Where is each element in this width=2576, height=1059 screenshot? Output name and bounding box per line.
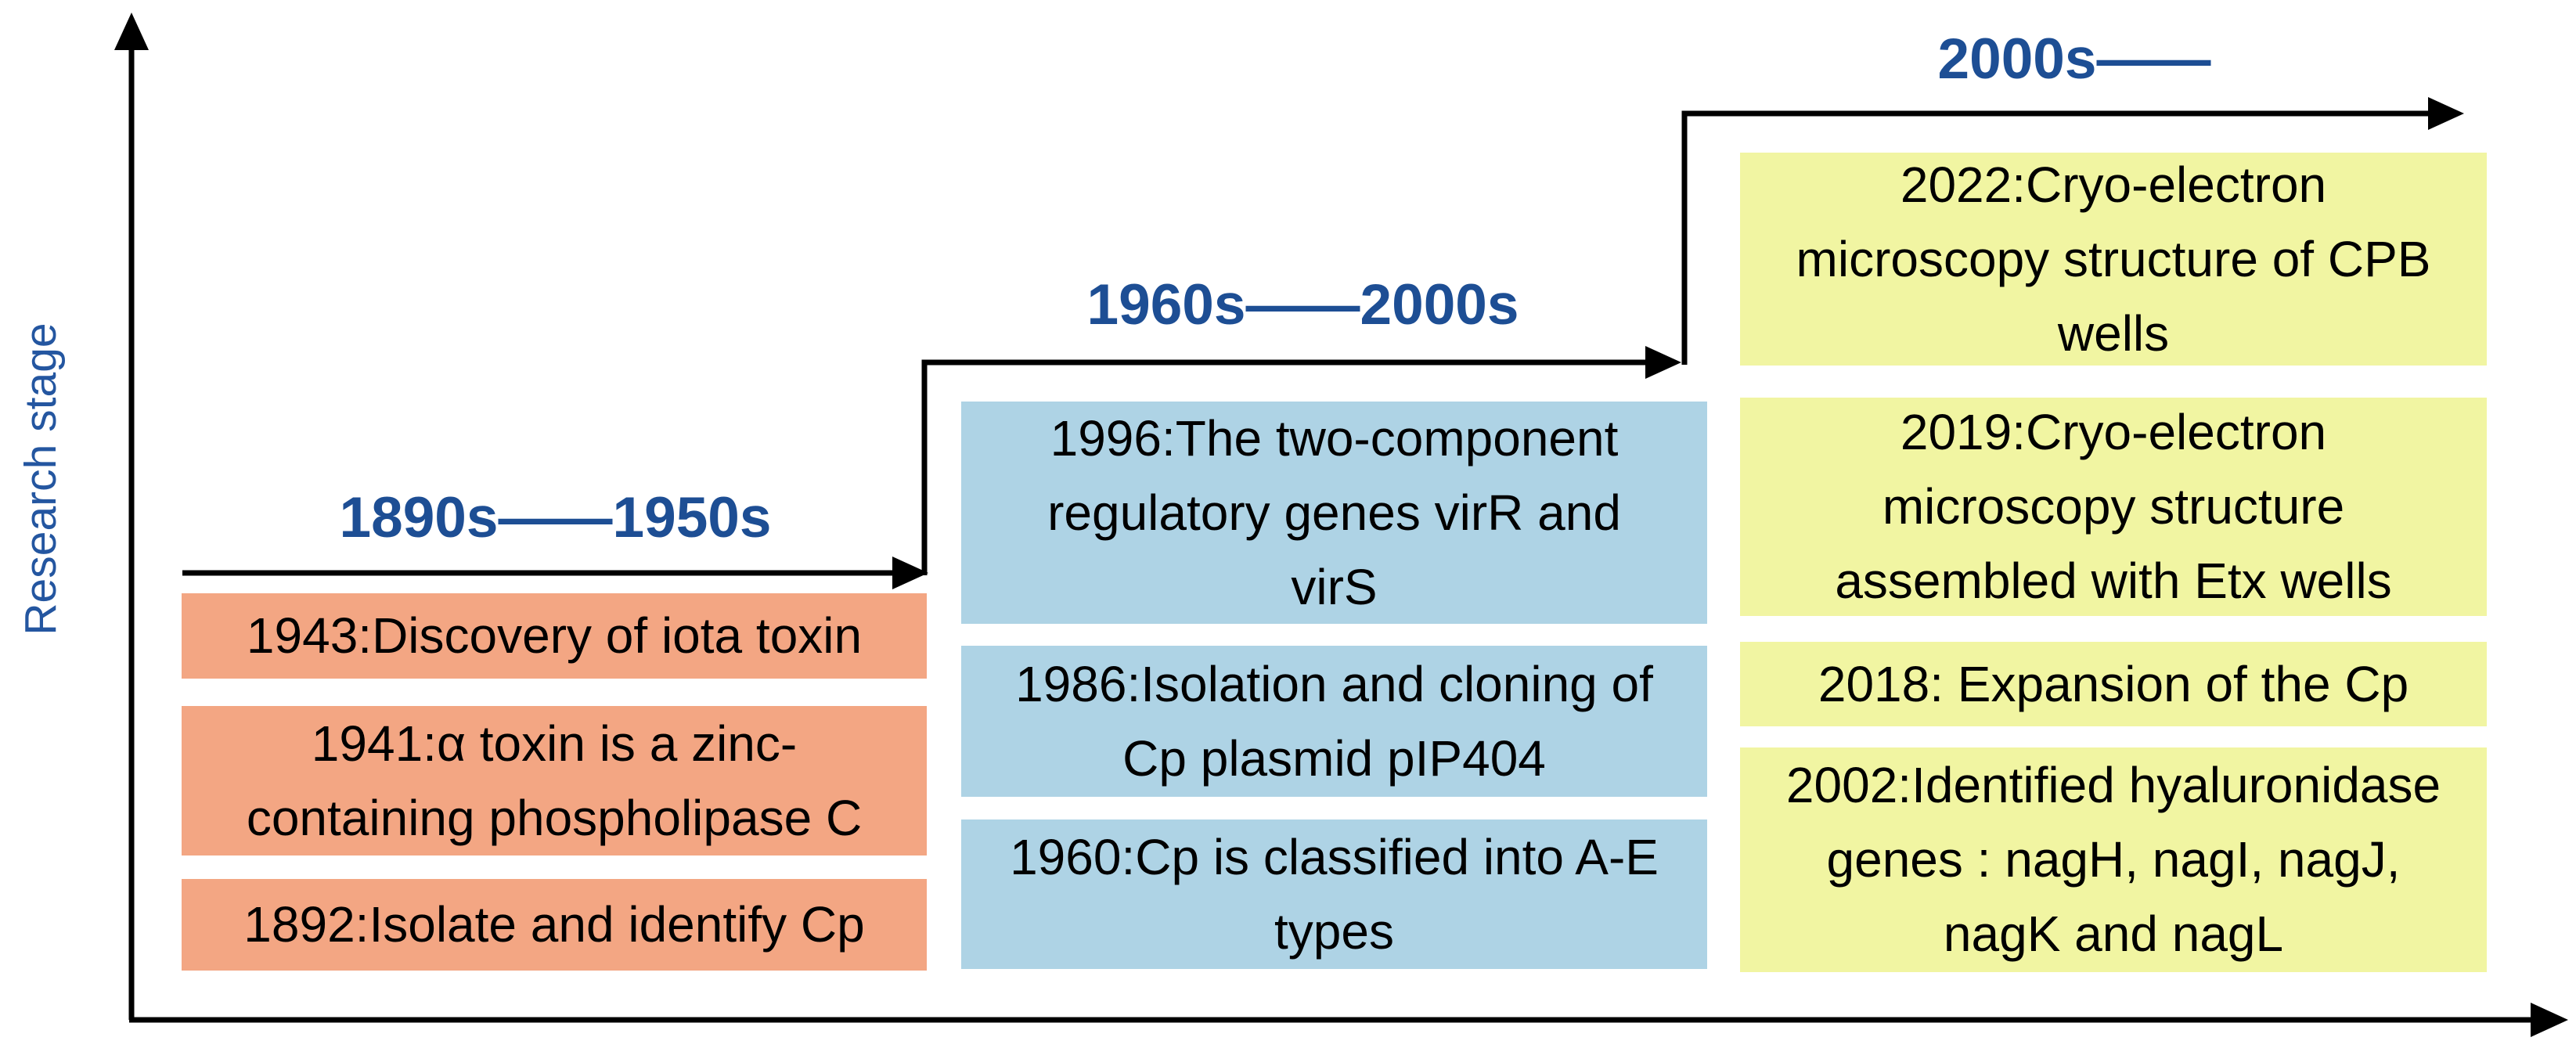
era2-arrowhead-icon — [1645, 346, 1681, 379]
y-axis-arrowhead-icon — [114, 13, 149, 50]
era-label-1890s-1950s: 1890s——1950s — [339, 486, 772, 549]
event-box-2002: 2002:Identified hyaluronidase genes : na… — [1740, 747, 2487, 972]
event-text-line: 1960:Cp is classified into A-E — [1010, 828, 1659, 885]
y-axis-label: Research stage — [16, 322, 66, 636]
event-text-line: microscopy structure — [1882, 478, 2345, 535]
era1-arrowhead-icon — [892, 557, 928, 589]
event-text-line: genes : nagH, nagI, nagJ, — [1826, 831, 2401, 888]
event-text-line: 1996:The two-component — [1050, 409, 1619, 466]
event-box-1941: 1941:α toxin is a zinc- containing phosp… — [182, 706, 927, 855]
event-text-line: 1986:Isolation and cloning of — [1015, 655, 1653, 712]
event-text-line: assembled with Etx wells — [1835, 553, 2392, 609]
event-box-1986: 1986:Isolation and cloning of Cp plasmid… — [961, 646, 1707, 797]
event-box-2022: 2022:Cryo-electron microscopy structure … — [1740, 153, 2487, 366]
event-box-1943: 1943:Discovery of iota toxin — [182, 593, 927, 679]
event-text-line: 1941:α toxin is a zinc- — [311, 715, 798, 772]
era-label-2000s: 2000s—— — [1937, 27, 2211, 91]
event-text-line: 2002:Identified hyaluronidase — [1785, 757, 2441, 813]
event-text-line: 1892:Isolate and identify Cp — [243, 896, 865, 953]
event-text-line: virS — [1291, 558, 1378, 615]
event-text-line: wells — [2057, 304, 2170, 362]
event-text-line: 2022:Cryo-electron — [1900, 156, 2327, 213]
event-box-1996: 1996:The two-component regulatory genes … — [961, 402, 1707, 624]
event-text-line: regulatory genes virR and — [1047, 484, 1621, 541]
event-box-1892: 1892:Isolate and identify Cp — [182, 879, 927, 971]
event-box-2019: 2019:Cryo-electron microscopy structure … — [1740, 398, 2487, 616]
event-text-line: 1943:Discovery of iota toxin — [246, 607, 863, 664]
event-text-line: types — [1274, 902, 1394, 960]
era2-baseline — [921, 359, 1650, 575]
event-box-2018: 2018: Expansion of the Cp — [1740, 642, 2487, 726]
era3-baseline — [1681, 110, 2433, 365]
event-text-line: microscopy structure of CPB — [1796, 230, 2431, 287]
event-text-line: Cp plasmid pIP404 — [1122, 729, 1546, 787]
x-axis-arrowhead-icon — [2531, 1003, 2568, 1037]
era3-arrowhead-icon — [2428, 97, 2464, 130]
event-text-line: 2018: Expansion of the Cp — [1818, 655, 2409, 712]
event-text-line: containing phospholipase C — [246, 789, 863, 846]
era-label-1960s-2000s: 1960s——2000s — [1086, 273, 1519, 337]
event-text-line: 2019:Cryo-electron — [1900, 404, 2327, 460]
event-box-1960: 1960:Cp is classified into A-E types — [961, 819, 1707, 969]
event-text-line: nagK and nagL — [1943, 906, 2284, 962]
